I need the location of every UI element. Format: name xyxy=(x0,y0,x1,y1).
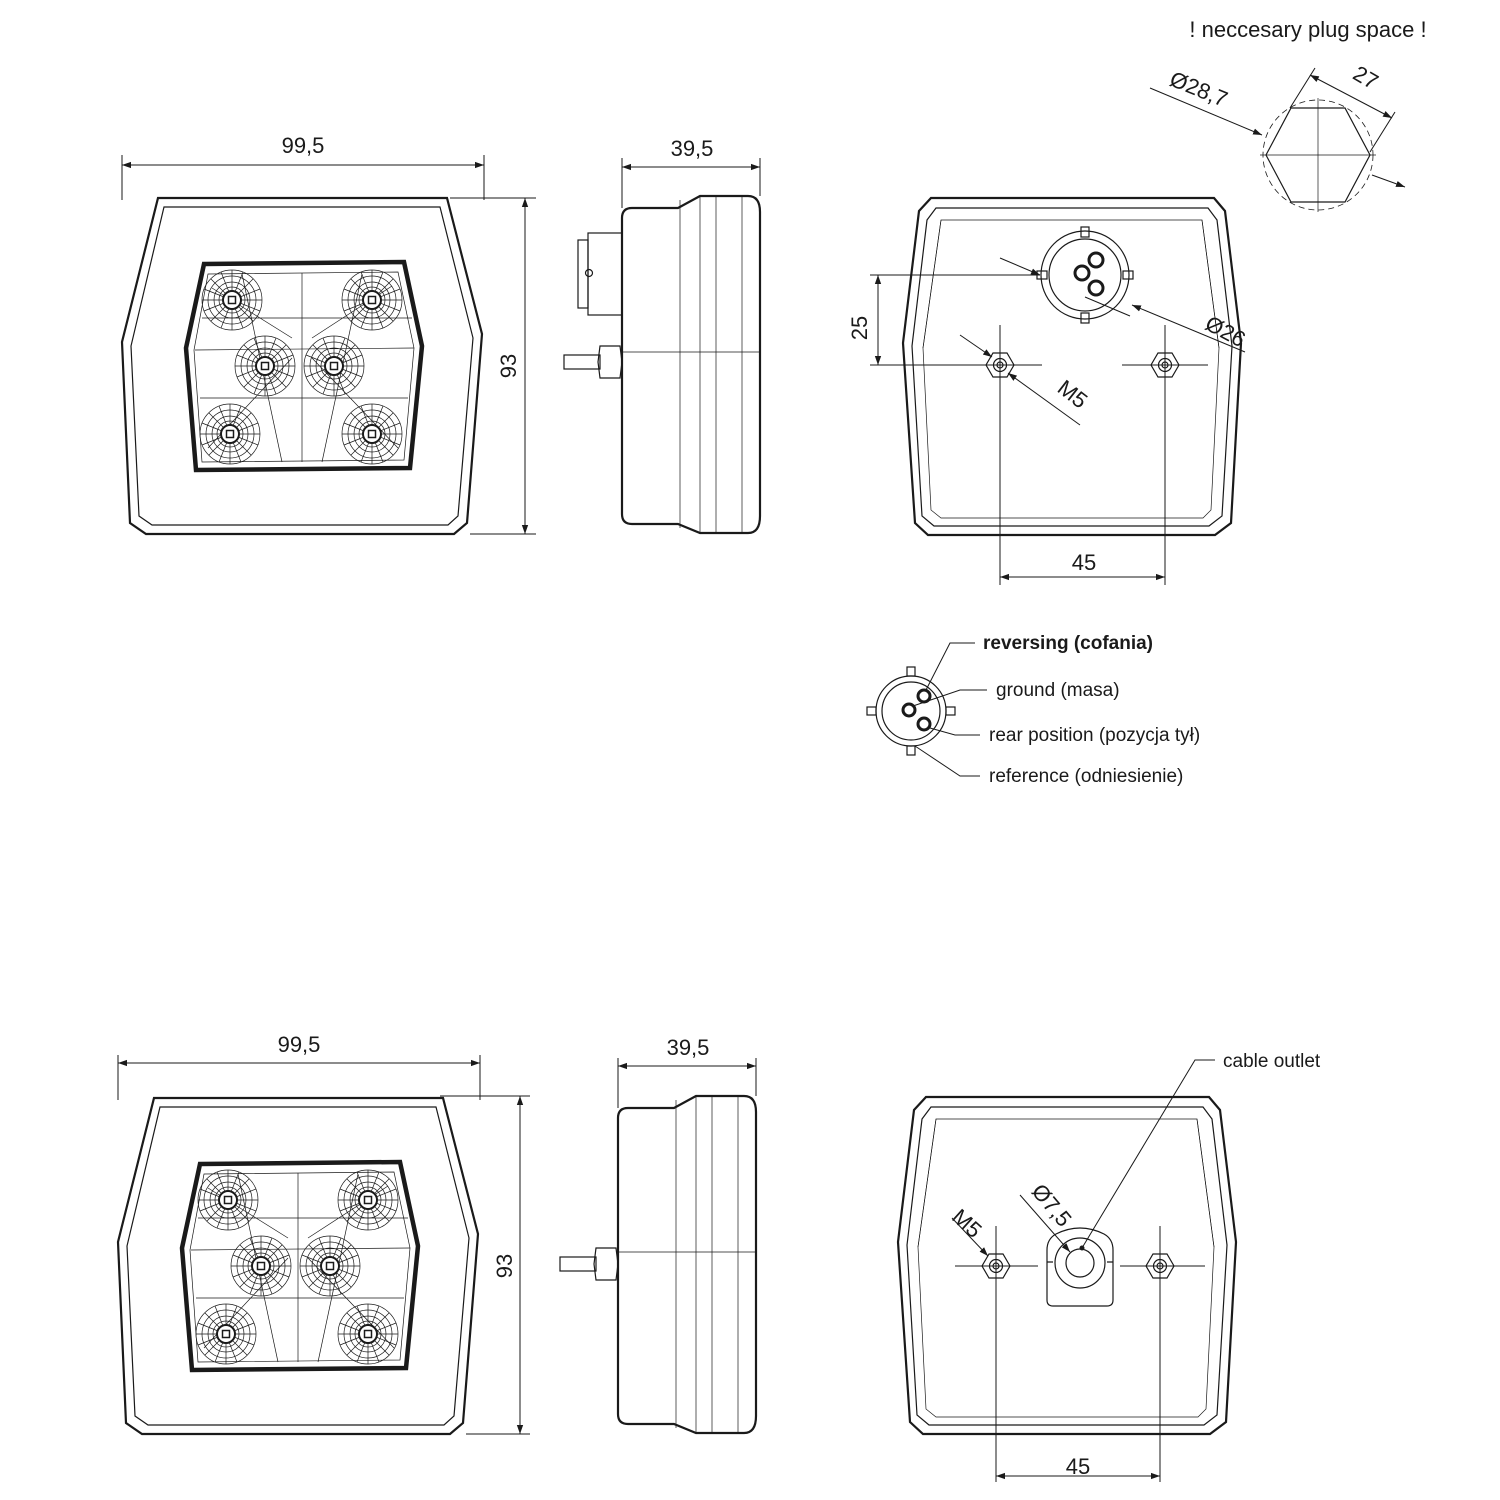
pin-reference-label: reference (odniesienie) xyxy=(989,766,1183,787)
cable-outlet-label: cable outlet xyxy=(1223,1051,1321,1072)
cable-outlet-diameter-dimension: Ø7,5 xyxy=(1027,1179,1077,1232)
rear-view-top xyxy=(870,196,1246,585)
plug-space-diameter-dimension: Ø28,7 xyxy=(1166,66,1231,112)
height-dimension-bottom: 93 xyxy=(492,1254,517,1278)
bolt-spacing-dimension-top: 45 xyxy=(1072,550,1096,575)
width-dimension-bottom: 99,5 xyxy=(278,1032,321,1057)
plug-hex-dimension: 27 xyxy=(1349,61,1383,95)
depth-dimension-bottom: 39,5 xyxy=(667,1035,710,1060)
side-view-bottom xyxy=(559,1058,758,1435)
height-dimension-top: 93 xyxy=(496,354,521,378)
pin-rear-position-label: rear position (pozycja tył) xyxy=(989,725,1200,746)
plug-offset-dimension: 25 xyxy=(847,316,872,340)
rear-view-bottom xyxy=(896,1059,1238,1482)
depth-dimension-top: 39,5 xyxy=(671,136,714,161)
front-view-top xyxy=(122,155,536,534)
width-dimension-top: 99,5 xyxy=(282,133,325,158)
pin-ground-label: ground (masa) xyxy=(996,680,1120,701)
plug-diameter-dimension: Ø26 xyxy=(1201,311,1249,353)
side-view-top xyxy=(563,158,762,535)
thread-dimension-top: M5 xyxy=(1053,375,1092,414)
plug-space-note: ! neccesary plug space ! xyxy=(1189,17,1426,42)
thread-dimension-bottom: M5 xyxy=(947,1204,986,1243)
connector-pinout xyxy=(866,642,987,777)
plug-space-detail xyxy=(1149,67,1406,212)
pin-reversing-label: reversing (cofania) xyxy=(983,633,1153,654)
bolt-spacing-dimension-bottom: 45 xyxy=(1066,1454,1090,1479)
front-view-bottom xyxy=(118,1055,530,1434)
